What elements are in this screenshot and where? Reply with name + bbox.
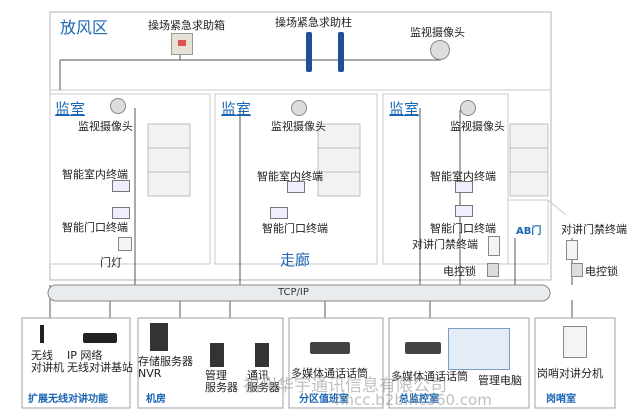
camera-icon bbox=[291, 100, 307, 116]
camera-icon bbox=[460, 100, 476, 116]
cell-2-camera-label: 监视摄像头 bbox=[271, 120, 326, 133]
panel-3-title: 分区值班室 bbox=[299, 394, 349, 405]
yard-camera-label: 监视摄像头 bbox=[410, 26, 465, 39]
lock-icon bbox=[487, 263, 499, 277]
management-pc-icon bbox=[448, 328, 510, 370]
door-lamp-icon bbox=[118, 237, 132, 251]
panel-4-pc-label: 管理电脑 bbox=[478, 374, 522, 387]
walkie-talkie-icon bbox=[40, 325, 44, 343]
panel-2-title: 机房 bbox=[146, 394, 166, 405]
cell-1-lamp-label: 门灯 bbox=[100, 256, 122, 269]
cell-3-door-label: 智能门口终端 bbox=[430, 222, 496, 235]
comm-server-label: 通讯 服务器 bbox=[247, 369, 280, 394]
cell-2-title: 监室 bbox=[221, 100, 252, 118]
help-box-icon bbox=[171, 33, 193, 55]
cell-1-title: 监室 bbox=[55, 100, 86, 118]
management-server-label: 管理 服务器 bbox=[205, 369, 238, 394]
yard-help-box-label: 操场紧急求助箱 bbox=[148, 19, 225, 32]
microphone-console-icon bbox=[405, 342, 441, 354]
help-post-icon-2 bbox=[338, 32, 344, 72]
door-terminal-icon bbox=[455, 205, 473, 217]
intercom-icon bbox=[488, 236, 500, 256]
open-area-title: 放风区 bbox=[60, 18, 109, 37]
panel-3-mic-label: 多媒体通话话筒 bbox=[291, 367, 368, 380]
watermark-company: 福州华宇通讯信息有限公司 bbox=[243, 376, 447, 396]
wireless-radio-label: 无线 对讲机 bbox=[31, 349, 64, 374]
cell-2-indoor-label: 智能室内终端 bbox=[257, 170, 323, 183]
help-post-icon bbox=[306, 32, 312, 72]
panel-1-title: 扩展无线对讲功能 bbox=[28, 394, 108, 405]
management-server-icon bbox=[210, 343, 224, 367]
ab-intercom-label: 对讲门禁终端 bbox=[561, 223, 627, 236]
panel-4-mic-label: 多媒体通话话筒 bbox=[391, 370, 468, 383]
camera-icon bbox=[110, 98, 126, 114]
watermark-url: hhcc.b2b.hc360.com bbox=[335, 391, 492, 409]
cell-3-indoor-label: 智能室内终端 bbox=[430, 170, 496, 183]
panel-4-title: 总监控室 bbox=[399, 394, 439, 405]
corridor-title: 走廊 bbox=[280, 251, 311, 269]
sentry-extension-icon bbox=[563, 326, 587, 358]
cell-1-camera-label: 监视摄像头 bbox=[78, 120, 133, 133]
ab-door-label: AB门 bbox=[516, 226, 542, 237]
ab-lock-label: 电控锁 bbox=[585, 265, 618, 278]
microphone-console-icon bbox=[310, 342, 350, 354]
camera-icon bbox=[430, 40, 450, 60]
tcp-ip-label: TCP/IP bbox=[278, 287, 309, 298]
cell-3-title: 监室 bbox=[389, 100, 420, 118]
comm-server-icon bbox=[255, 343, 269, 367]
indoor-terminal-icon bbox=[287, 181, 305, 193]
indoor-terminal-icon bbox=[455, 181, 473, 193]
cell-2-door-label: 智能门口终端 bbox=[262, 222, 328, 235]
cell-3-lock-label: 电控锁 bbox=[443, 265, 476, 278]
base-station-icon bbox=[83, 333, 117, 343]
intercom-icon bbox=[566, 240, 578, 260]
yard-help-post-label: 操场紧急求助柱 bbox=[275, 16, 352, 29]
door-terminal-icon bbox=[112, 207, 130, 219]
cell-3-camera-label: 监视摄像头 bbox=[450, 120, 505, 133]
cell-3-intercom-label: 对讲门禁终端 bbox=[412, 238, 478, 251]
door-terminal-icon bbox=[270, 207, 288, 219]
cell-1-indoor-label: 智能室内终端 bbox=[62, 168, 128, 181]
nvr-label: 存储服务器 NVR bbox=[138, 355, 193, 380]
cell-1-door-label: 智能门口终端 bbox=[62, 221, 128, 234]
panel-5-title: 岗哨室 bbox=[546, 394, 576, 405]
nvr-server-icon bbox=[150, 323, 168, 351]
panel-5-device-label: 岗哨对讲分机 bbox=[537, 367, 603, 380]
base-station-label: IP 网络 无线对讲基站 bbox=[67, 349, 133, 374]
lock-icon bbox=[571, 263, 583, 277]
indoor-terminal-icon bbox=[112, 180, 130, 192]
